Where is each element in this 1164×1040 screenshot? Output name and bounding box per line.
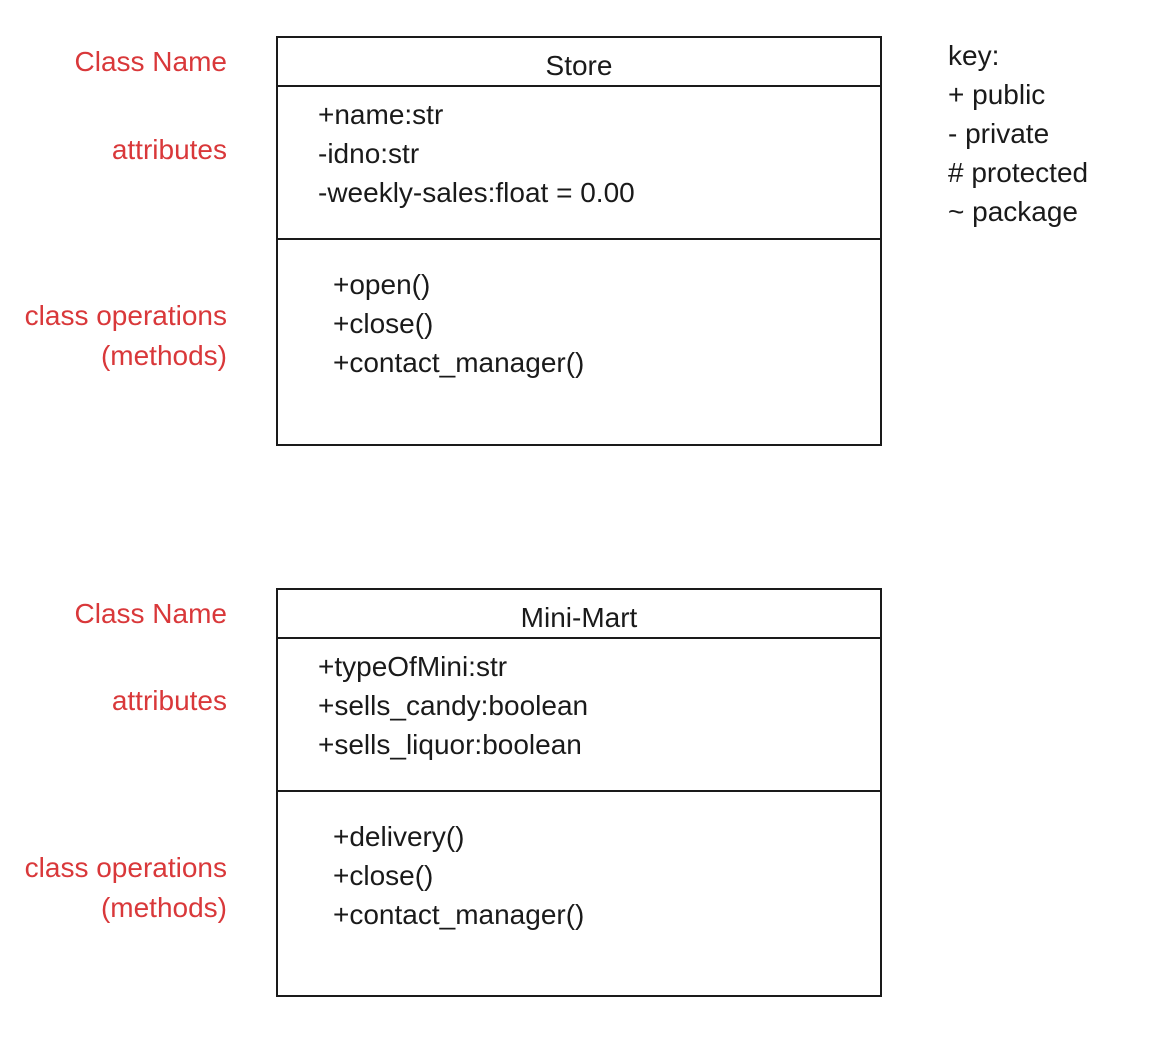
attribute-line: +sells_candy:boolean — [318, 690, 589, 721]
operations-label-1: class operations (methods) — [25, 296, 227, 376]
operation-line: +open() — [333, 269, 431, 300]
class-name-label-2: Class Name — [74, 598, 227, 629]
attributes-section-mini-mart: +typeOfMini:str +sells_candy:boolean +se… — [278, 639, 880, 792]
key-item-private: - private — [948, 118, 1050, 149]
key-item-package: ~ package — [948, 196, 1078, 227]
class-box-store: Store +name:str -idno:str -weekly-sales:… — [276, 36, 882, 446]
operation-line: +close() — [333, 860, 434, 891]
key-item-public: + public — [948, 79, 1046, 110]
operations-section-mini-mart: +delivery() +close() +contact_manager() — [278, 792, 880, 934]
key-item-protected: # protected — [948, 157, 1089, 188]
class-name-label-1: Class Name — [74, 46, 227, 77]
attributes-label-1: attributes — [111, 134, 227, 165]
operations-label-2-line2: (methods) — [100, 892, 227, 923]
attribute-line: +name:str — [318, 99, 444, 130]
visibility-key: key: + public - private # protected ~ pa… — [948, 36, 1088, 231]
operations-label-2: class operations (methods) — [25, 848, 227, 928]
operations-label-1-line2: (methods) — [100, 340, 227, 371]
class-box-mini-mart: Mini-Mart +typeOfMini:str +sells_candy:b… — [276, 588, 882, 997]
class-name-mini-mart: Mini-Mart — [278, 590, 880, 639]
attribute-line: -weekly-sales:float = 0.00 — [318, 177, 635, 208]
operation-line: +close() — [333, 308, 434, 339]
operation-line: +delivery() — [333, 821, 465, 852]
operations-label-1-line1: class operations — [24, 300, 227, 331]
operations-label-2-line1: class operations — [24, 852, 227, 883]
attribute-line: +sells_liquor:boolean — [318, 729, 582, 760]
operations-section-store: +open() +close() +contact_manager() — [278, 240, 880, 382]
attributes-label-2: attributes — [111, 685, 227, 716]
attribute-line: +typeOfMini:str — [318, 651, 508, 682]
attributes-section-store: +name:str -idno:str -weekly-sales:float … — [278, 87, 880, 240]
key-title: key: — [948, 40, 1000, 71]
operation-line: +contact_manager() — [333, 347, 585, 378]
attribute-line: -idno:str — [318, 138, 420, 169]
class-name-store: Store — [278, 38, 880, 87]
operation-line: +contact_manager() — [333, 899, 585, 930]
